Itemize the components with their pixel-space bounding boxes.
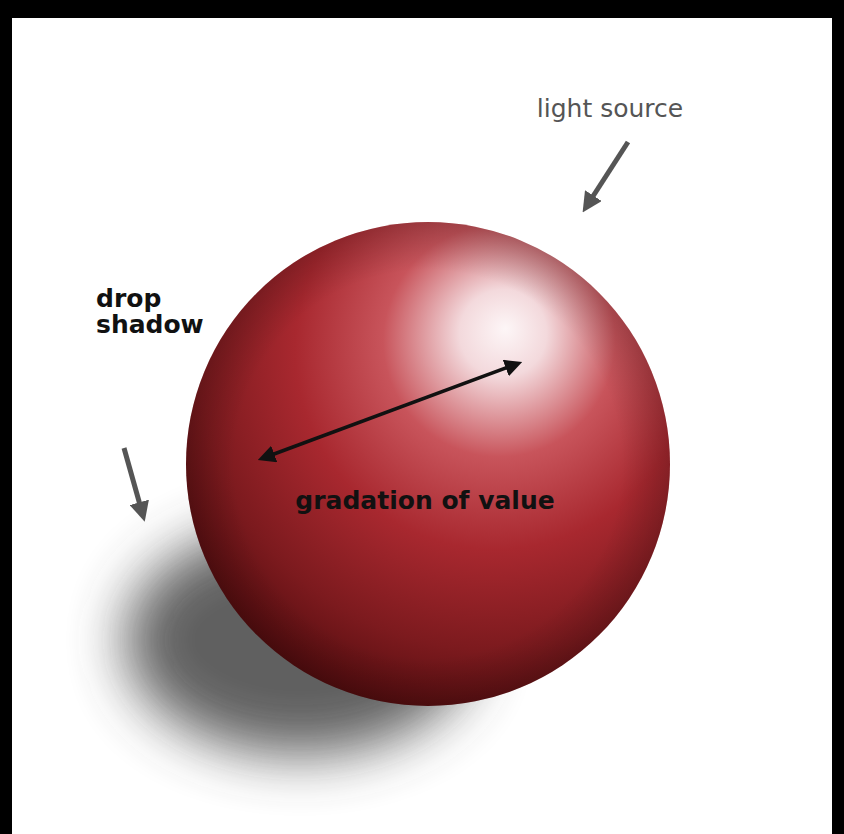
- drop-shadow-label: drop shadow: [96, 286, 206, 339]
- sphere-rim: [186, 222, 670, 706]
- light-arrow: [588, 142, 628, 204]
- red-sphere: [186, 222, 670, 706]
- white-ground: [12, 18, 832, 834]
- gradation-arrow: [266, 365, 514, 457]
- light-source-label: light source: [520, 96, 700, 122]
- gradation-label: gradation of value: [270, 488, 580, 514]
- shadow-arrow: [124, 448, 142, 512]
